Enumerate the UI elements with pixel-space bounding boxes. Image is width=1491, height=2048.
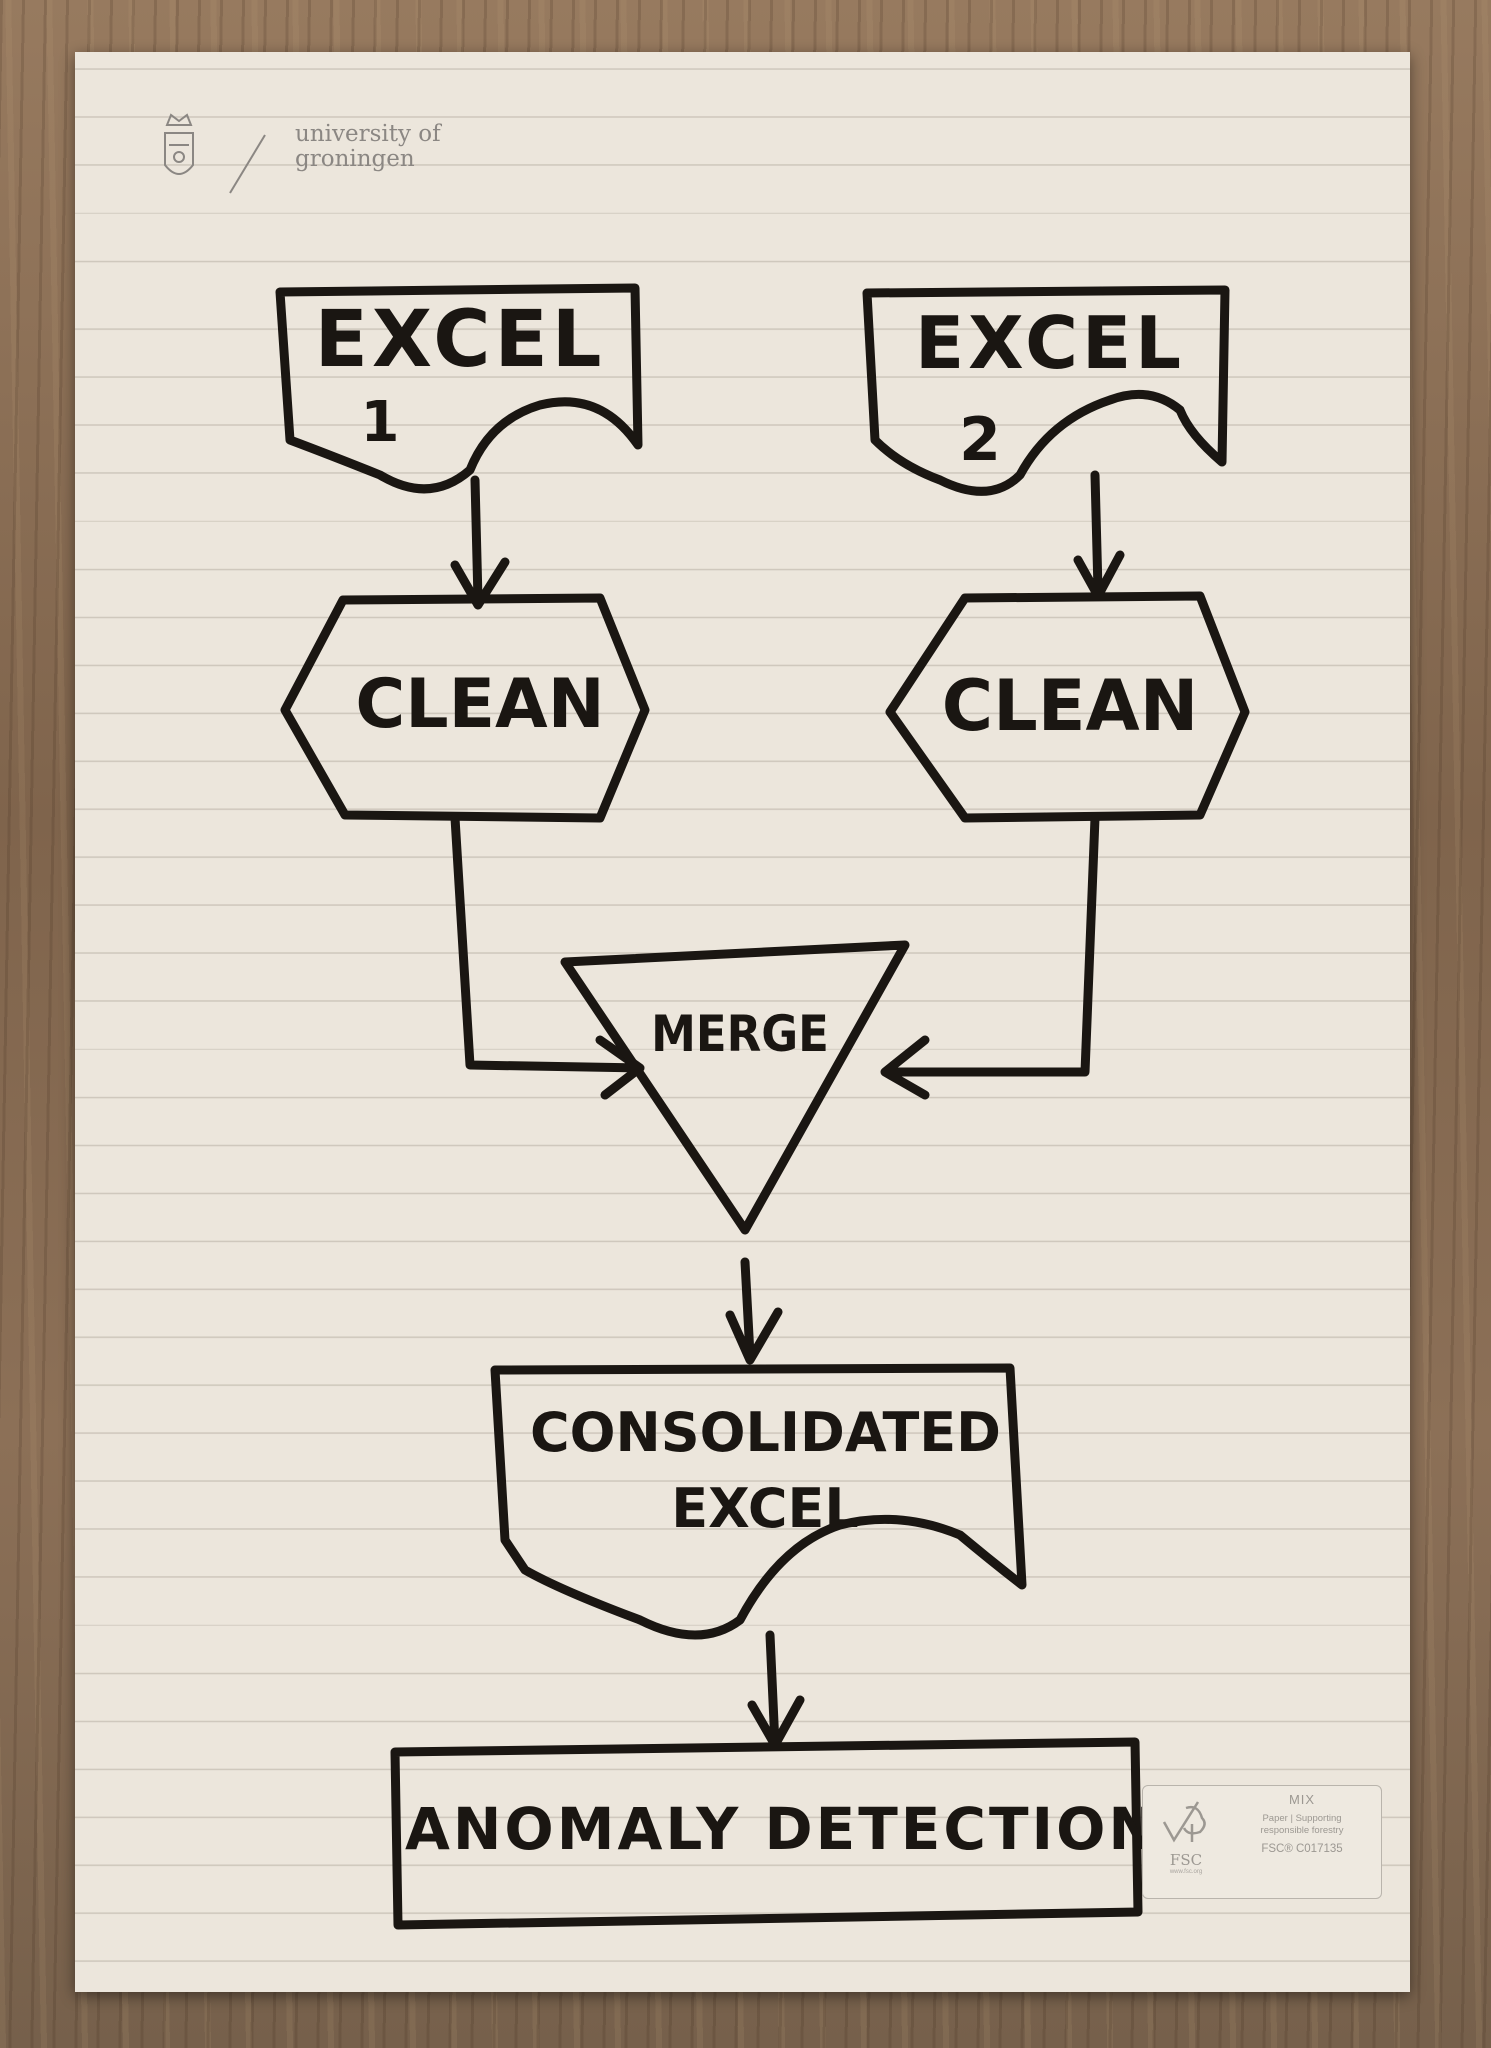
excel-2-label: EXCEL [900, 305, 1200, 381]
consolidated-line-1: CONSOLIDATED [530, 1401, 1001, 1464]
consolidated-line-2: EXCEL [671, 1477, 859, 1540]
clean-2-label: CLEAN [941, 665, 1199, 747]
fsc-certification-badge: FSC www.fsc.org MIX Paper | Supporting r… [1142, 1785, 1382, 1899]
excel-2-title: EXCEL [914, 301, 1186, 385]
merge-label: MERGE [651, 1005, 829, 1063]
excel-1-number-text: 1 [360, 390, 400, 455]
fsc-details: MIX Paper | Supporting responsible fores… [1229, 1792, 1375, 1855]
excel-1-shape [275, 283, 643, 494]
arrow-consolidated-to-anomaly [747, 1630, 805, 1750]
fsc-line-2: responsible forestry [1260, 1825, 1344, 1836]
university-crest-icon [164, 113, 266, 194]
fsc-url: www.fsc.org [1169, 1869, 1203, 1875]
fsc-mix-label: MIX [1288, 1792, 1316, 1807]
university-line-1: university of [295, 121, 441, 147]
arrow-excel2-to-clean2 [1073, 470, 1125, 601]
excel-1-label: EXCEL [310, 300, 610, 380]
clean-2-shape [885, 591, 1250, 823]
excel-1-title: EXCEL [314, 295, 606, 385]
arrow-merge-to-consolidated [725, 1257, 783, 1365]
fsc-logo-text: FSC [1169, 1851, 1203, 1869]
excel-2-shape [862, 285, 1230, 496]
anomaly-detection-label: ANOMALY DETECTION [405, 1795, 1160, 1863]
clean-1-label: CLEAN [355, 665, 605, 744]
clean-1-shape [280, 593, 650, 823]
excel-2-number: 2 [950, 405, 1010, 475]
arrow-excel1-to-clean1 [450, 475, 510, 610]
paper-sheet [75, 52, 1410, 1992]
consolidated-shape [490, 1363, 1027, 1640]
arrow-clean2-to-merge [880, 813, 1100, 1100]
anomaly-detection-shape [390, 1737, 1143, 1930]
fsc-code: FSC® C017135 [1261, 1843, 1343, 1855]
university-wordmark: university of groningen [295, 122, 441, 172]
excel-2-number-text: 2 [959, 405, 1001, 475]
fsc-tree-icon [1162, 1801, 1206, 1843]
merge-shape [560, 940, 910, 1235]
consolidated-label: CONSOLIDATED EXCEL [530, 1395, 1001, 1547]
fsc-logo: FSC www.fsc.org [1151, 1794, 1221, 1890]
fsc-line-1: Paper | Supporting [1262, 1813, 1342, 1824]
university-line-2: groningen [295, 146, 415, 172]
excel-1-number: 1 [350, 390, 410, 455]
